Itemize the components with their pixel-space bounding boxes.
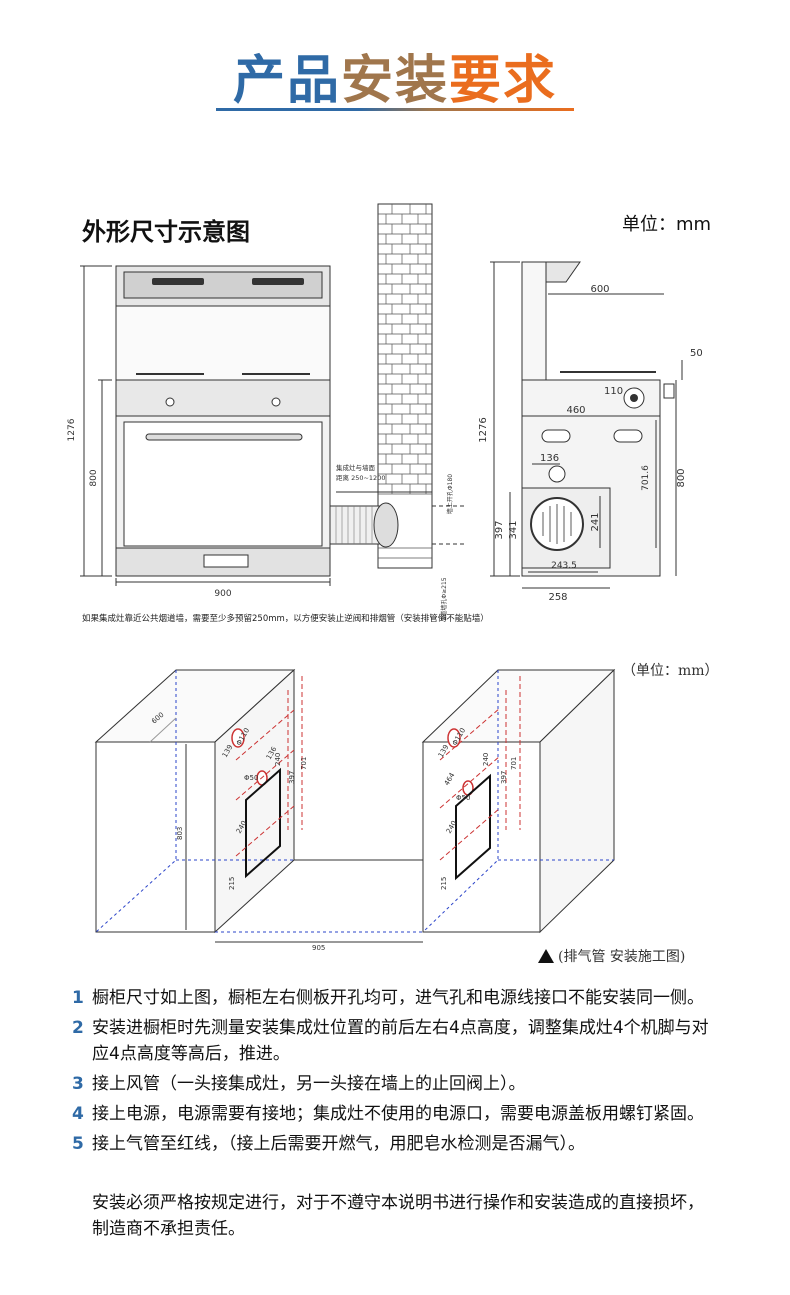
side-dim-243-5: 243.5: [551, 561, 577, 571]
side-dim-136: 136: [540, 453, 559, 464]
wall-hole-label: 墙上开孔Φ180: [446, 474, 454, 514]
gap-label-2: 距离 250~1200: [336, 473, 385, 482]
iso-dim-phi50-left: Φ50: [244, 774, 258, 782]
iso-unit-label: （单位：mm）: [622, 663, 719, 679]
iso-dim-905: 905: [312, 944, 325, 952]
triangle-icon: [538, 949, 554, 963]
flue-hole-label: 烟道墙孔Φ≥215: [440, 577, 448, 620]
iso-dim-701-right: 701: [510, 757, 518, 770]
side-dim-800: 800: [676, 468, 687, 487]
wall-view: 集成灶与墙面 距离 250~1200 墙上开孔Φ180 烟道墙孔Φ≥215: [329, 203, 466, 620]
installation-caption: (排气管 安装施工图): [538, 946, 685, 966]
exhaust-installation-diagram: 600 803 905 139 Φ110 136 240 397 701 Φ50…: [94, 668, 616, 952]
iso-dim-397-right: 397: [500, 771, 508, 784]
dimension-diagram: 1276 800 900 集成灶与墙面 距离 250~1200 墙上开孔Φ180…: [67, 203, 703, 620]
dim-height-1276: 1276: [67, 418, 77, 441]
front-view: 1276 800 900: [67, 265, 331, 599]
side-dim-258: 258: [548, 592, 567, 603]
dim-height-800: 800: [89, 469, 99, 486]
side-dim-460: 460: [566, 405, 585, 416]
iso-dim-215-right: 215: [440, 877, 448, 890]
dimension-diagram-title: 外形尺寸示意图: [82, 218, 250, 246]
gap-label-1: 集成灶与墙面: [336, 463, 376, 472]
wall-clearance-note: 如果集成灶靠近公共烟道墙，需要至少多预留250mm，以方便安装止逆阀和排烟管（安…: [82, 614, 489, 624]
page-title: 产品安装要求: [232, 51, 558, 111]
iso-dim-803: 803: [176, 827, 184, 840]
side-dim-341: 341: [508, 520, 519, 539]
side-dim-50: 50: [690, 348, 703, 359]
iso-dim-215-left: 215: [228, 877, 236, 890]
side-dim-110: 110: [604, 386, 623, 397]
iso-dim-701-left: 701: [300, 757, 308, 770]
side-view: 600 50 110 460 1276 136 701.6 800 397 34…: [478, 261, 703, 603]
iso-dim-397-left: 397: [288, 771, 296, 784]
dim-width-900: 900: [214, 589, 231, 599]
iso-dim-240-right-top: 240: [482, 753, 490, 766]
side-dim-1276: 1276: [478, 417, 489, 442]
side-dim-241: 241: [590, 512, 601, 531]
side-dim-397: 397: [494, 520, 505, 539]
iso-dim-phi50-right: Φ50: [456, 794, 470, 802]
iso-dim-240-left-top: 240: [274, 753, 282, 766]
side-dim-600: 600: [590, 284, 609, 295]
title-underline: [216, 108, 574, 111]
liability-note: 安装必须严格按规定进行，对于不遵守本说明书进行操作和安装造成的直接损坏，制造商不…: [92, 1193, 704, 1239]
unit-label: 单位：mm: [622, 214, 712, 235]
side-dim-701-6: 701.6: [641, 465, 651, 491]
